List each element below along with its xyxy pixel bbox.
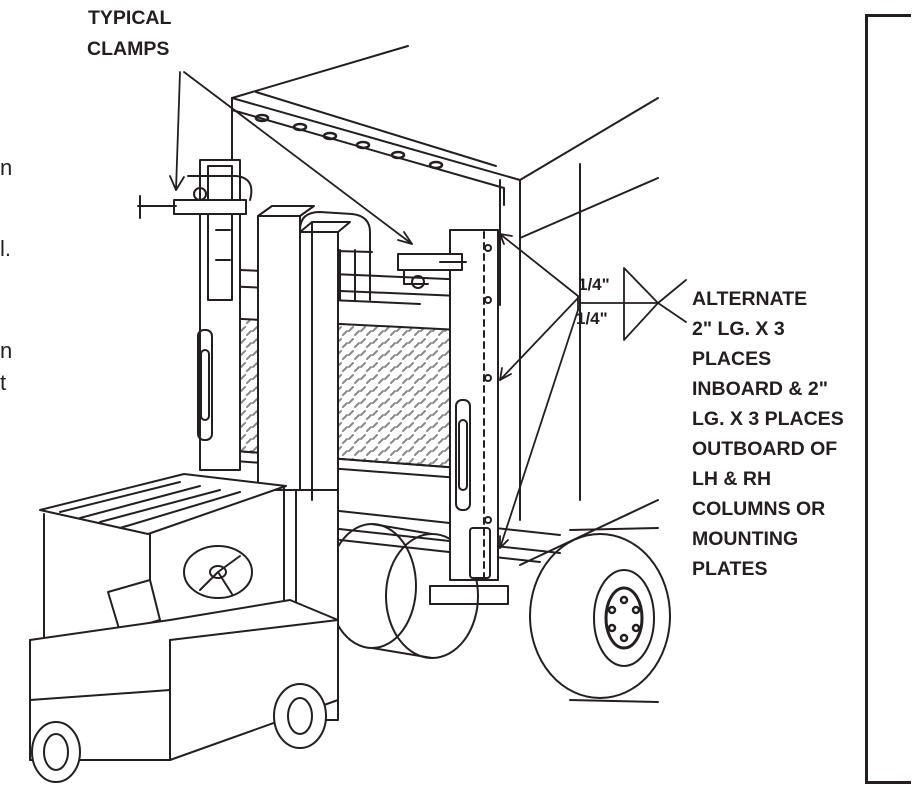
side-frame-panel: [865, 14, 911, 784]
weld-size-bottom: 1/4": [576, 309, 608, 328]
rear-wheels: [327, 523, 671, 703]
weld-note: ALTERNATE 2" LG. X 3 PLACES INBOARD & 2"…: [692, 288, 844, 588]
cropped-text-4: t: [0, 370, 7, 395]
weld-note-line-4: INBOARD & 2": [692, 378, 829, 400]
weld-note-line-1: ALTERNATE: [692, 288, 808, 310]
typical-clamps-label-line2: CLAMPS: [87, 38, 170, 60]
weld-note-line-5: LG. X 3 PLACES: [692, 408, 844, 430]
right-clamp: [397, 253, 467, 289]
weld-note-line-6: OUTBOARD OF: [692, 438, 838, 460]
cropped-text-3: n: [0, 338, 13, 363]
weld-note-line-9: MOUNTING: [692, 528, 799, 550]
weld-note-line-8: COLUMNS OR: [692, 498, 826, 520]
left-clamp: [137, 175, 253, 219]
right-column: [429, 229, 509, 605]
weld-note-line-7: LH & RH: [692, 468, 772, 490]
weld-note-line-10: PLATES: [692, 558, 768, 580]
forklift-mast: [257, 205, 351, 721]
cropped-text-2: l.: [0, 236, 11, 261]
typical-clamps-label-line1: TYPICAL: [88, 7, 172, 29]
clamp-leader-lines: [169, 71, 413, 245]
forklift-body: [29, 473, 339, 783]
truck-box: [231, 45, 659, 566]
weld-size-top: 1/4": [578, 275, 610, 294]
weld-note-line-2: 2" LG. X 3: [692, 318, 785, 340]
left-column: [197, 159, 241, 471]
weld-note-line-3: PLACES: [692, 348, 772, 370]
box-rivets: [254, 113, 444, 170]
weld-symbol: [623, 267, 687, 341]
weld-leader-lines: [499, 233, 659, 549]
cropped-text-1: n: [0, 155, 13, 180]
